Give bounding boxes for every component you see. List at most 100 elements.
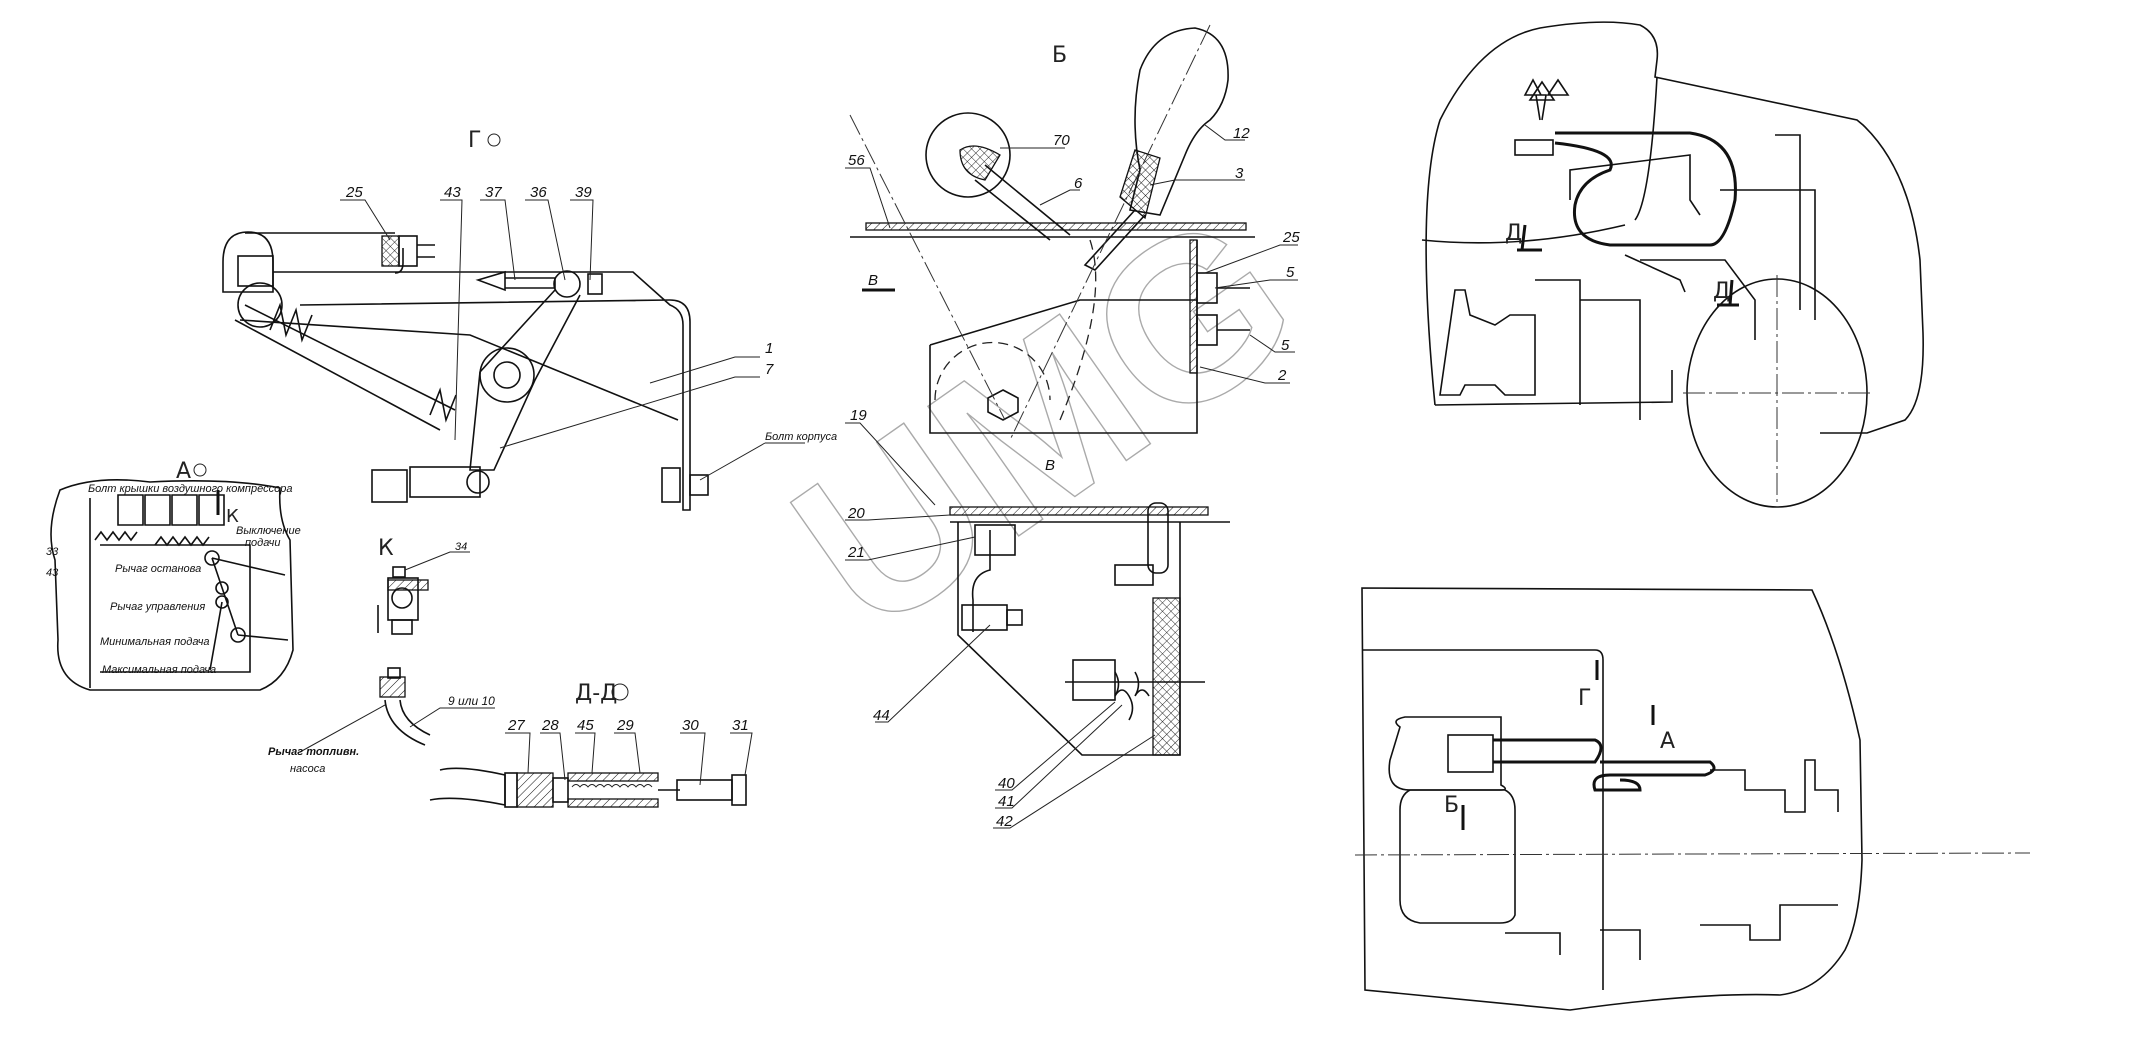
view-b-title: Б [1052,43,1067,68]
control-box-top [1447,734,1494,773]
view-dd: Д-Д 9 или 10 Рычаг топливн. насоса 27 28… [268,667,753,808]
callout-36: 36 [530,184,547,201]
spring-bolt-head [1072,659,1116,701]
control-levers [1523,78,1570,121]
min-feed-label: Минимальная подача [100,636,210,648]
view-arrow-b: Б [1444,793,1459,818]
nut-25-body [398,235,418,267]
leader-34 [404,551,470,571]
lever-pivot-hole [493,361,521,389]
fitting-nut [387,579,429,591]
seat-back [1388,716,1507,791]
callout-7: 7 [765,361,774,378]
plungers [117,494,225,526]
joint-36 [553,270,581,298]
callout-19: 19 [850,407,867,424]
grip-3 [1119,149,1161,220]
spring-45 [571,784,653,788]
nut-25 [381,235,400,267]
view-dd-title: Д-Д [575,681,617,706]
spring-guide [234,304,456,431]
section-arrow-d-right: Д [1713,279,1730,304]
rod-end [409,466,481,498]
rotation-icon [193,463,207,477]
pump-body [89,498,251,688]
sleeve-29-top [567,772,659,782]
callout-41: 41 [998,793,1015,810]
stop-lever-pivot [204,550,220,566]
compressor-bolt-label: Болт крышки воздушного компрессора [88,483,292,495]
rod [245,232,404,274]
clevis-block [237,255,274,287]
callout-40: 40 [998,775,1015,792]
leader-lines [340,199,805,481]
top-plate [865,222,1247,231]
view-arrow-g: Г [1578,686,1591,711]
view-v: В 20 21 44 40 41 42 [845,457,1230,830]
view-gamma-title: Г [468,128,481,153]
fitting-base [391,619,413,635]
washer-28 [552,777,569,803]
callout-5: 5 [1286,264,1295,281]
view-arrows [1461,660,1655,830]
callout-1: 1 [765,340,773,357]
spring [269,302,457,423]
callout-25: 25 [1282,229,1300,246]
rotation-icon [611,683,629,701]
rod-end-pin [466,470,490,494]
callout-21: 21 [847,544,865,561]
callout-25: 25 [345,184,363,201]
spring-41 [1114,671,1150,721]
max-feed-label: Максимальная подача [102,664,216,676]
pipe-label: 9 или 10 [448,694,495,708]
tractor-top-view: Г А Б [1354,587,2031,1011]
fitting-cap [392,566,406,578]
stop-lever-label: Рычаг останова [115,563,201,575]
coupling-27 [516,772,554,808]
callout-29: 29 [616,717,634,734]
view-b: Б В 56 70 12 6 3 25 5 5 2 19 [845,24,1300,506]
callout-42: 42 [996,813,1013,830]
lever-pivot [479,347,535,403]
clamp-nut [1006,609,1023,626]
levers [209,557,289,671]
pump-outline [50,478,294,691]
knob-70 [925,112,1011,198]
control-lever-label: Рычаг управления [110,601,205,613]
lever-clevis [1147,502,1169,574]
view-k: К 34 [377,536,470,635]
fork-31 [731,774,747,806]
callout-43: 43 [444,184,461,201]
tractor-side-view: Д Д [1421,21,1924,508]
nut-39 [587,273,603,295]
callout-45: 45 [577,717,594,734]
leader-lines [845,514,1156,829]
rod-30 [676,779,733,801]
callout-33: 33 [46,546,59,558]
callout-12: 12 [1233,125,1250,142]
callout-31: 31 [732,717,749,734]
callout-3: 3 [1235,165,1244,182]
view-v-title: В [1045,457,1055,474]
callout-20: 20 [847,505,865,522]
feed-off-label: Выключение [236,525,301,537]
control-box [1514,139,1554,156]
k-mark: К [226,506,239,527]
watermark-text: UMG [751,162,1338,680]
lever-pin-1 [215,581,229,595]
rotation-icon [487,133,501,147]
engine-top-outline [1505,759,1839,960]
bolt-label: Болт корпуса [765,431,837,443]
lever-7 [469,289,581,471]
stop-bolt [1114,564,1154,586]
callout-27: 27 [507,717,525,734]
engine-outline [1535,134,1816,420]
pipe-9-10 [384,699,431,746]
knob-70-insert [959,145,1001,181]
callout-28: 28 [541,717,559,734]
pipe-cap [387,667,401,679]
linkage-rod [1624,254,1686,293]
wall-2 [1189,239,1198,374]
